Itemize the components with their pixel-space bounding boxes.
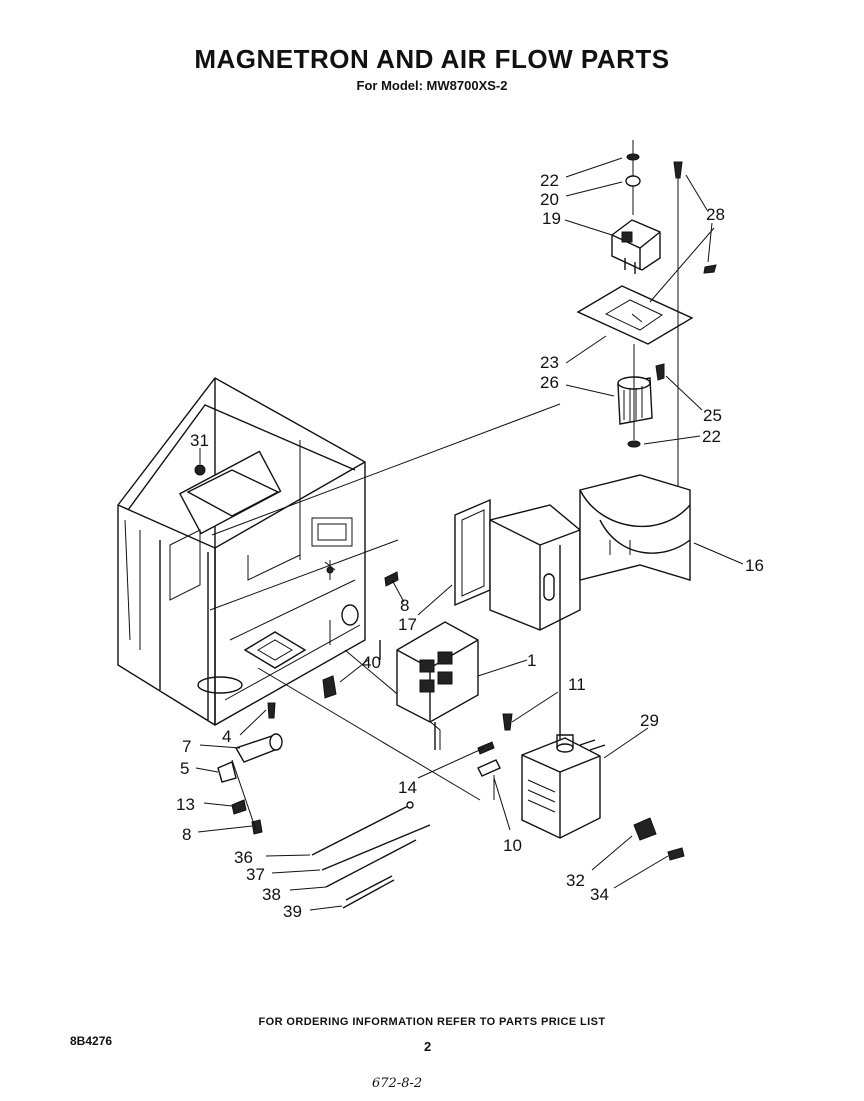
part-5-bracket-icon [217, 761, 237, 783]
callout-23: 23 [540, 353, 559, 372]
callout-20: 20 [540, 190, 559, 209]
transformer [379, 621, 479, 750]
ordering-note: FOR ORDERING INFORMATION REFER TO PARTS … [258, 1016, 606, 1028]
callout-1: 1 [527, 651, 536, 670]
part-16-vent-housing-icon [579, 474, 691, 581]
callout-11: 11 [568, 675, 586, 694]
part-19-motor-icon [611, 219, 661, 271]
part-11-screw-icon [502, 713, 513, 731]
part-25-screw-icon [655, 363, 665, 381]
callout-13: 13 [176, 795, 195, 814]
callout-29: 29 [640, 711, 659, 730]
magnetron [521, 700, 606, 839]
callout-25: 25 [703, 406, 722, 425]
callout-28: 28 [706, 205, 725, 224]
callout-36: 36 [234, 848, 253, 867]
callout-7: 7 [182, 737, 191, 756]
part-10-holder-icon [477, 759, 501, 777]
part-31-nut-icon [194, 464, 206, 476]
callout-17: 17 [398, 615, 417, 634]
page-title: MAGNETRON AND AIR FLOW PARTS [194, 44, 670, 74]
part-38-wire-icon [325, 839, 417, 888]
callout-14: 14 [398, 778, 417, 797]
callout-19: 19 [542, 209, 561, 228]
model-subtitle: For Model: MW8700XS-2 [356, 78, 508, 93]
callout-22-bottom: 22 [702, 427, 721, 446]
part-37-wire-icon [321, 824, 431, 871]
part-8-screw-icon [384, 571, 399, 587]
callout-10: 10 [503, 836, 522, 855]
part-34-screw-icon [667, 847, 685, 861]
handwritten-note: 672-8-2 [372, 1076, 423, 1091]
callout-32: 32 [566, 871, 585, 890]
callout-4: 4 [222, 727, 231, 746]
part-32-thermal-cutout-icon [633, 817, 657, 841]
callout-numbers: 22 20 19 28 23 26 25 22 16 8 17 1 40 11 … [176, 171, 764, 921]
callout-39: 39 [283, 902, 302, 921]
part-14-fuse-icon [477, 741, 495, 755]
callout-34: 34 [590, 885, 609, 904]
cabinet-chassis [117, 377, 366, 726]
part-4-screw-icon [267, 702, 276, 719]
part-28-screw-icon [673, 161, 683, 179]
callout-31: 31 [190, 431, 209, 450]
air-duct-assembly [454, 474, 691, 760]
callout-8-upper: 8 [400, 596, 409, 615]
document-number: 8B4276 [70, 1034, 113, 1048]
callout-5: 5 [180, 759, 189, 778]
part-23-bracket-icon [576, 285, 694, 345]
callout-26: 26 [540, 373, 559, 392]
callout-leaders [195, 157, 744, 911]
part-13-diode-icon [231, 799, 247, 815]
small-hardware [217, 571, 685, 861]
callout-40: 40 [362, 653, 381, 672]
page-number: 2 [424, 1039, 432, 1054]
callout-22-top: 22 [540, 171, 559, 190]
callout-37: 37 [246, 865, 265, 884]
part-39-wire-icon [342, 879, 395, 909]
callout-16: 16 [745, 556, 764, 575]
part-20-bushing-icon [625, 175, 641, 187]
wire-harnesses [311, 801, 431, 909]
part-22-washer-icon [626, 153, 640, 161]
callout-38: 38 [262, 885, 281, 904]
fan-motor-assembly [576, 140, 717, 505]
part-40-grommet-icon [322, 675, 337, 699]
part-29-magnetron-icon [521, 737, 601, 839]
callout-8-lower: 8 [182, 825, 191, 844]
part-36-wire-icon [311, 804, 411, 856]
